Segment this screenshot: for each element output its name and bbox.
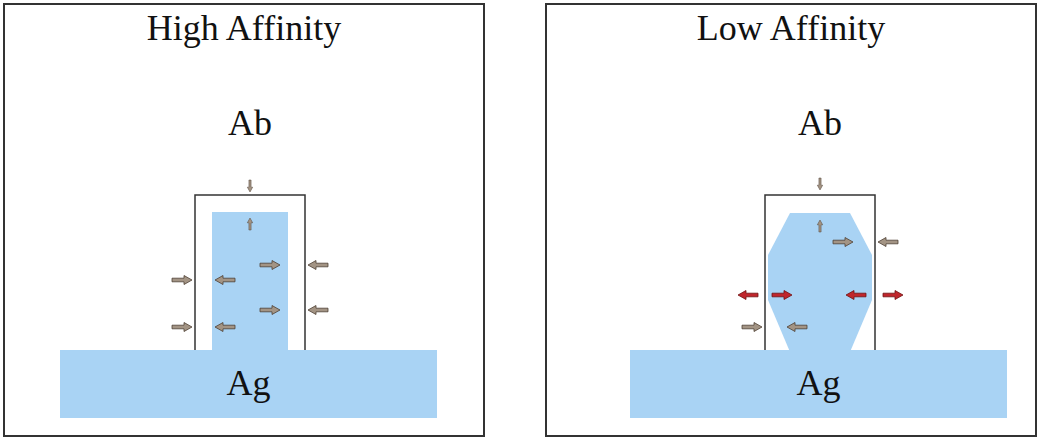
- force-arrow: [247, 218, 252, 230]
- force-arrow: [878, 238, 898, 247]
- pocket-outline: [195, 195, 305, 350]
- force-arrow: [787, 323, 807, 332]
- repulsion-arrow: [772, 291, 792, 300]
- force-arrow: [308, 306, 328, 315]
- force-arrow: [172, 276, 192, 285]
- repulsion-arrow: [738, 291, 758, 300]
- antibody-outline: [57, 53, 443, 357]
- force-arrow: [742, 323, 762, 332]
- epitope-hexagon: [768, 213, 872, 352]
- force-arrow: [833, 238, 853, 247]
- force-arrow: [260, 306, 280, 315]
- antibody-outline: [627, 53, 1013, 357]
- repulsion-arrow: [883, 291, 903, 300]
- epitope-block: [212, 212, 288, 352]
- antigen-bar: Ag: [60, 350, 437, 418]
- antibody-shape: Ab: [627, 53, 1013, 357]
- force-arrow: [308, 261, 328, 270]
- affinity-panel: Low AffinityAbAg: [545, 3, 1037, 437]
- attraction-arrows: [172, 178, 898, 332]
- antibody-label: Ab: [228, 103, 272, 144]
- panel-title: Low Affinity: [697, 8, 885, 49]
- antibody-body: [628, 54, 1012, 356]
- binding-pocket: [765, 195, 875, 350]
- force-arrow: [172, 323, 192, 332]
- antigen-label: Ag: [797, 363, 841, 404]
- repulsion-arrow: [846, 291, 866, 300]
- force-arrow: [215, 276, 235, 285]
- antigen-bar: Ag: [630, 350, 1007, 418]
- force-arrow: [215, 323, 235, 332]
- panel-title: High Affinity: [147, 8, 341, 49]
- antigen-label: Ag: [227, 363, 271, 404]
- affinity-panel: High AffinityAbAg: [3, 3, 485, 437]
- binding-pocket: [195, 195, 305, 350]
- antibody-shape: Ab: [57, 53, 443, 357]
- pocket-outline: [765, 195, 875, 350]
- force-arrow: [817, 178, 822, 190]
- force-arrow: [260, 261, 280, 270]
- repulsion-arrows: [738, 291, 903, 300]
- antibody-body: [58, 54, 442, 356]
- force-arrow: [817, 220, 822, 232]
- force-arrow: [247, 180, 252, 192]
- antibody-label: Ab: [798, 103, 842, 144]
